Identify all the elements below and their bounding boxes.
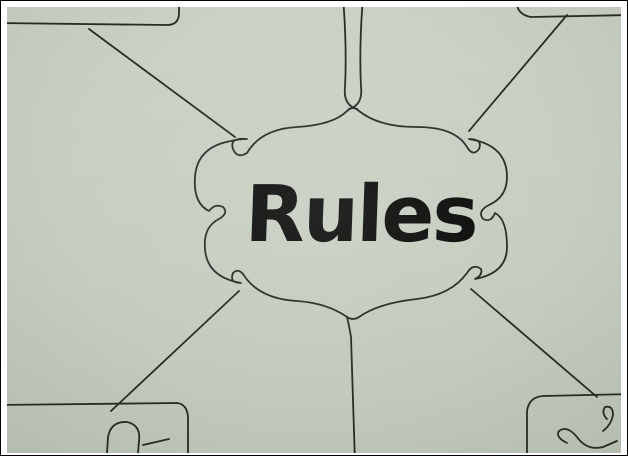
connector-bottom — [347, 317, 355, 453]
connector-top-left — [89, 29, 235, 137]
connector-top — [343, 7, 363, 109]
branch-box-bottom-left-doodle — [107, 422, 169, 453]
connector-bottom-left — [111, 291, 239, 411]
connector-bottom-right — [471, 289, 597, 397]
branch-box-top-left — [7, 7, 179, 25]
connector-top-right — [469, 15, 567, 131]
branch-box-bottom-right — [527, 394, 621, 453]
branch-box-top-right — [517, 7, 621, 17]
paper-photo: Rules — [7, 7, 621, 453]
branch-box-bottom-right-doodle — [558, 407, 617, 448]
central-topic-title: Rules — [229, 155, 493, 275]
branch-box-bottom-left — [7, 403, 188, 453]
